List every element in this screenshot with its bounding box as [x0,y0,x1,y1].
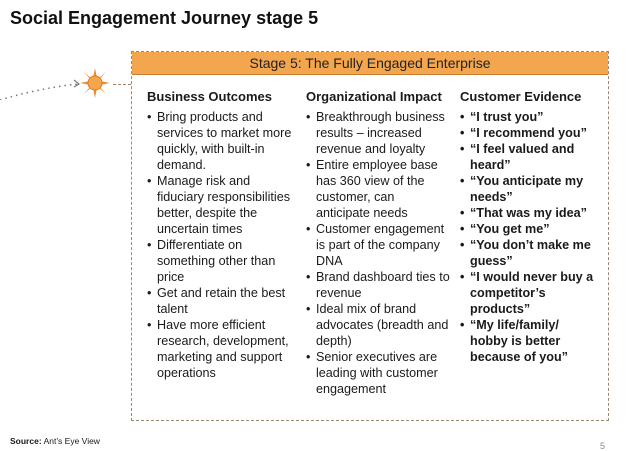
source-note: Source: Ant’s Eye View [10,436,100,446]
column-business-outcomes: Business Outcomes Bring products and ser… [147,89,297,381]
stage-box: Stage 5: The Fully Engaged Enterprise Bu… [131,51,609,421]
list-item: Ideal mix of brand advocates (breadth an… [306,301,451,349]
list-item: Bring products and services to market mo… [147,109,297,173]
list-item: Customer engagement is part of the compa… [306,221,451,269]
list-item: “I would never buy a competitor’s produc… [460,269,600,317]
page-number: 5 [600,441,606,451]
column-heading: Organizational Impact [306,89,442,104]
list-item: Entire employee base has 360 view of the… [306,157,451,221]
list-item: “You anticipate my needs” [460,173,600,205]
connector-line [113,84,131,85]
list-item: “I recommend you” [460,125,600,141]
column-organizational-impact: Organizational Impact Breakthrough busin… [306,89,451,397]
source-label: Source: [10,436,42,446]
list-item: “I trust you” [460,109,600,125]
list-item: Senior executives are leading with custo… [306,349,451,397]
list-item: “You don’t make me guess” [460,237,600,269]
list-item: “That was my idea” [460,205,600,221]
list-item: Get and retain the best talent [147,285,297,317]
list-item: Have more efficient research, developmen… [147,317,297,381]
list-item: “My life/family/ hobby is better because… [460,317,600,365]
sun-icon [80,68,110,98]
column-heading: Business Outcomes [147,89,272,104]
list-item: Breakthrough business results – increase… [306,109,451,157]
list-item: “I feel valued and heard” [460,141,600,173]
dotted-arrow-icon [0,79,81,100]
list-item: “You get me” [460,221,600,237]
column-customer-evidence: Customer Evidence “I trust you” “I recom… [460,89,600,365]
column-heading: Customer Evidence [460,89,582,104]
slide-title: Social Engagement Journey stage 5 [10,8,319,28]
source-value: Ant’s Eye View [43,436,100,446]
stage-header: Stage 5: The Fully Engaged Enterprise [132,52,608,75]
list-item: Brand dashboard ties to revenue [306,269,451,301]
list-item: Differentiate on something other than pr… [147,237,297,285]
list-item: Manage risk and fiduciary responsibiliti… [147,173,297,237]
